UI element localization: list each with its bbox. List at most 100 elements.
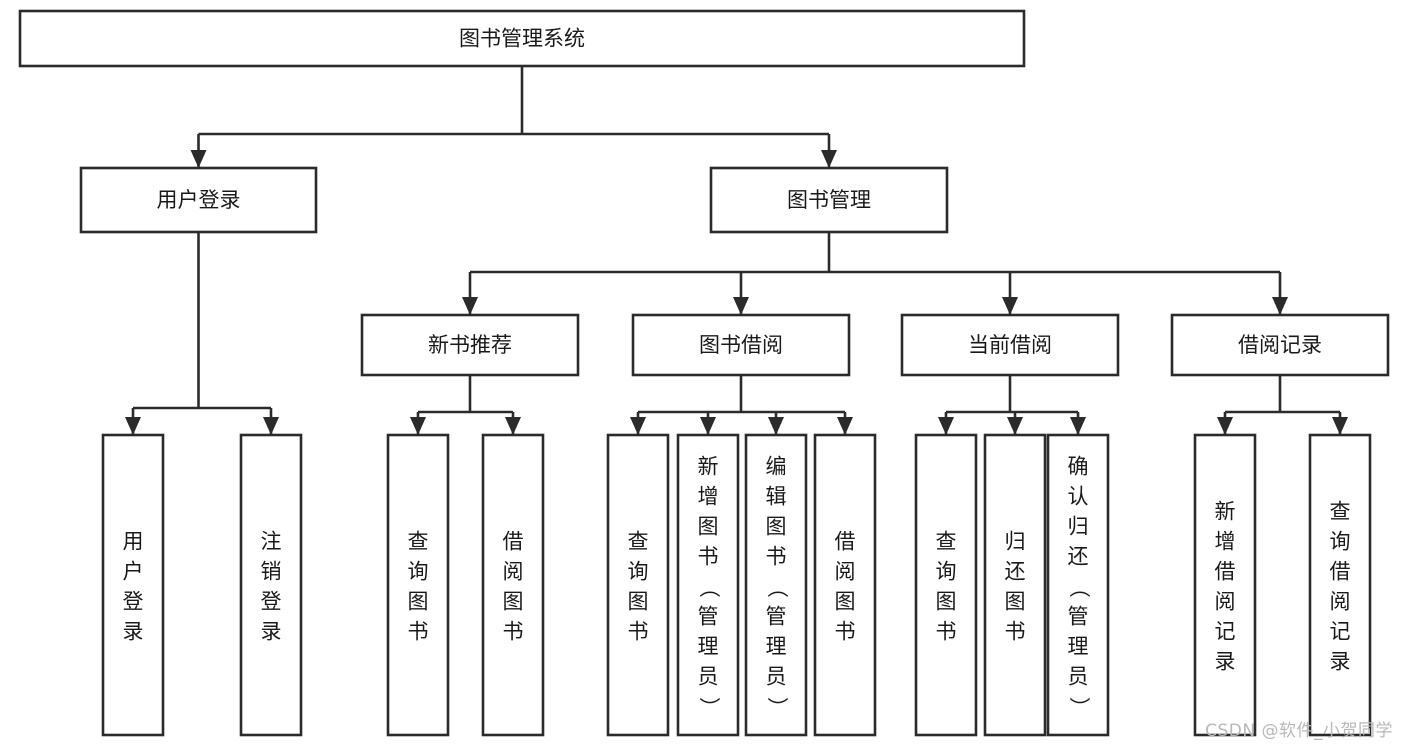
node-box[interactable] xyxy=(79,166,318,234)
edge-node-0-新书推荐-arrow-icon-0 xyxy=(410,417,426,435)
level3-node-0-新书推荐[interactable]: 新书推荐 xyxy=(360,313,580,377)
node-label-char: 新 xyxy=(698,454,719,478)
node-box[interactable] xyxy=(1193,433,1257,737)
node-box[interactable] xyxy=(481,433,545,737)
node-label-char: 查 xyxy=(1330,499,1351,523)
node-label-char: 归 xyxy=(1005,529,1026,553)
node-box[interactable] xyxy=(900,313,1120,377)
node-label: 借阅记录 xyxy=(1238,333,1322,357)
node-label-char: 询 xyxy=(936,559,957,583)
node-label: 图书借阅 xyxy=(699,333,783,357)
node-box[interactable] xyxy=(1046,433,1110,737)
node-label-char: 阅 xyxy=(503,559,524,583)
node-label-char: 新 xyxy=(1215,499,1236,523)
node-label-char: 理 xyxy=(1068,634,1089,658)
edge-book-mgmt-arrow-icon-0 xyxy=(462,297,478,315)
root-node-0-图书管理系统[interactable]: 图书管理系统 xyxy=(18,9,1026,68)
node-box[interactable] xyxy=(606,433,670,737)
edge-root-arrow-icon-1 xyxy=(821,150,837,168)
node-label-char: 理 xyxy=(766,634,787,658)
level2-node-1-图书管理[interactable]: 图书管理 xyxy=(709,166,949,234)
edge-node-1-图书借阅-arrow-icon-1 xyxy=(700,417,716,435)
level3-node-1-图书借阅[interactable]: 图书借阅 xyxy=(631,313,851,377)
node-label-char: 管 xyxy=(766,604,787,628)
node-label-char: （ xyxy=(1067,577,1091,598)
node-label-char: ） xyxy=(1067,697,1091,718)
node-layer: 图书管理系统用户登录图书管理新书推荐图书借阅当前借阅借阅记录用户登录注销登录查询… xyxy=(18,9,1390,737)
node-box[interactable] xyxy=(631,313,851,377)
node-box[interactable] xyxy=(983,433,1047,737)
node-label-char: 书 xyxy=(408,619,429,643)
node-box[interactable] xyxy=(1170,313,1390,377)
node-label-char: 询 xyxy=(628,559,649,583)
node-box[interactable] xyxy=(709,166,949,234)
node-label: 当前借阅 xyxy=(968,333,1052,357)
edge-root-arrow-icon-0 xyxy=(190,150,207,168)
node-label-char: 还 xyxy=(1068,544,1089,568)
node-label-char: （ xyxy=(765,577,789,598)
level3-node-3-借阅记录[interactable]: 借阅记录 xyxy=(1170,313,1390,377)
node-box[interactable] xyxy=(18,9,1026,68)
node-box[interactable] xyxy=(239,433,303,737)
leaf-node-0-用户登录[interactable]: 用户登录 xyxy=(101,433,165,737)
edge-node-1-图书借阅-arrow-icon-2 xyxy=(768,417,784,435)
node-label-char: ） xyxy=(765,697,789,718)
node-label-char: 图 xyxy=(408,589,429,613)
edge-node-3-借阅记录-arrow-icon-0 xyxy=(1217,417,1233,435)
edge-layer xyxy=(125,66,1348,435)
node-label-char: 记 xyxy=(1215,619,1236,643)
node-label-char: 认 xyxy=(1068,484,1089,508)
node-label-char: 图 xyxy=(503,589,524,613)
node-label-char: 询 xyxy=(408,559,429,583)
node-box[interactable] xyxy=(1308,433,1372,737)
node-label-char: 销 xyxy=(261,559,282,583)
node-box[interactable] xyxy=(744,433,808,737)
node-label-char: ） xyxy=(697,697,721,718)
level3-node-2-当前借阅[interactable]: 当前借阅 xyxy=(900,313,1120,377)
node-label-char: 查 xyxy=(628,529,649,553)
node-label-char: 查 xyxy=(936,529,957,553)
node-label-char: 图 xyxy=(628,589,649,613)
node-label-char: 归 xyxy=(1068,514,1089,538)
node-label-char: 员 xyxy=(766,664,787,688)
node-label-char: 还 xyxy=(1005,559,1026,583)
node-label-char: 录 xyxy=(1330,649,1351,673)
node-label-char: 阅 xyxy=(1330,589,1351,613)
node-label-char: 辑 xyxy=(766,484,787,508)
node-box[interactable] xyxy=(101,433,165,737)
node-label-char: 编 xyxy=(766,454,787,478)
node-box[interactable] xyxy=(386,433,450,737)
edge-node-2-当前借阅-arrow-icon-1 xyxy=(1007,417,1023,435)
node-box[interactable] xyxy=(914,433,978,737)
edge-user-login-arrow-icon-1 xyxy=(263,417,279,435)
node-label-char: 书 xyxy=(835,619,856,643)
node-label-char: 借 xyxy=(1330,559,1351,583)
node-box[interactable] xyxy=(676,433,740,737)
node-label-char: 书 xyxy=(766,544,787,568)
node-label-char: 录 xyxy=(261,619,282,643)
edge-node-2-当前借阅-arrow-icon-0 xyxy=(938,417,954,435)
edge-book-mgmt-arrow-icon-1 xyxy=(733,297,749,315)
node-box[interactable] xyxy=(360,313,580,377)
node-label: 新书推荐 xyxy=(428,333,512,357)
node-label-char: 登 xyxy=(261,589,282,613)
node-label-char: 员 xyxy=(1068,664,1089,688)
edge-node-1-图书借阅-arrow-icon-0 xyxy=(630,417,646,435)
node-label-char: 图 xyxy=(936,589,957,613)
node-box[interactable] xyxy=(813,433,877,737)
level2-node-0-用户登录[interactable]: 用户登录 xyxy=(79,166,318,234)
